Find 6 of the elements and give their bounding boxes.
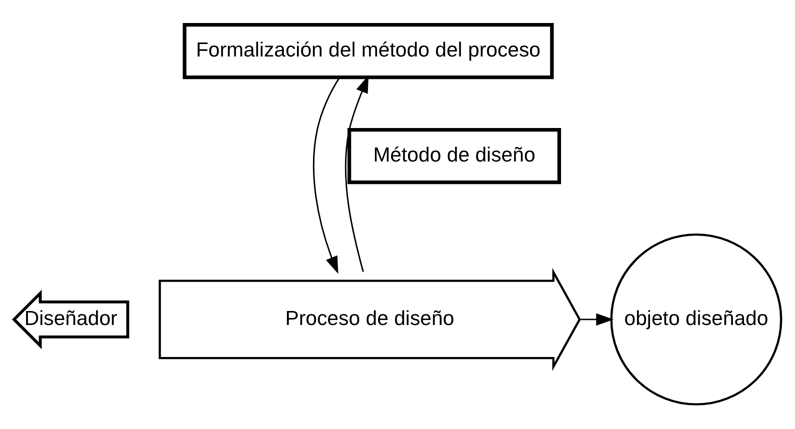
arrow	[580, 313, 614, 326]
node-circle: objeto diseñado	[610, 233, 782, 406]
arrow	[312, 76, 340, 274]
node-box: Método de diseño	[347, 128, 562, 184]
node-box: Formalización del método del proceso	[182, 23, 554, 80]
arrow	[344, 75, 369, 272]
